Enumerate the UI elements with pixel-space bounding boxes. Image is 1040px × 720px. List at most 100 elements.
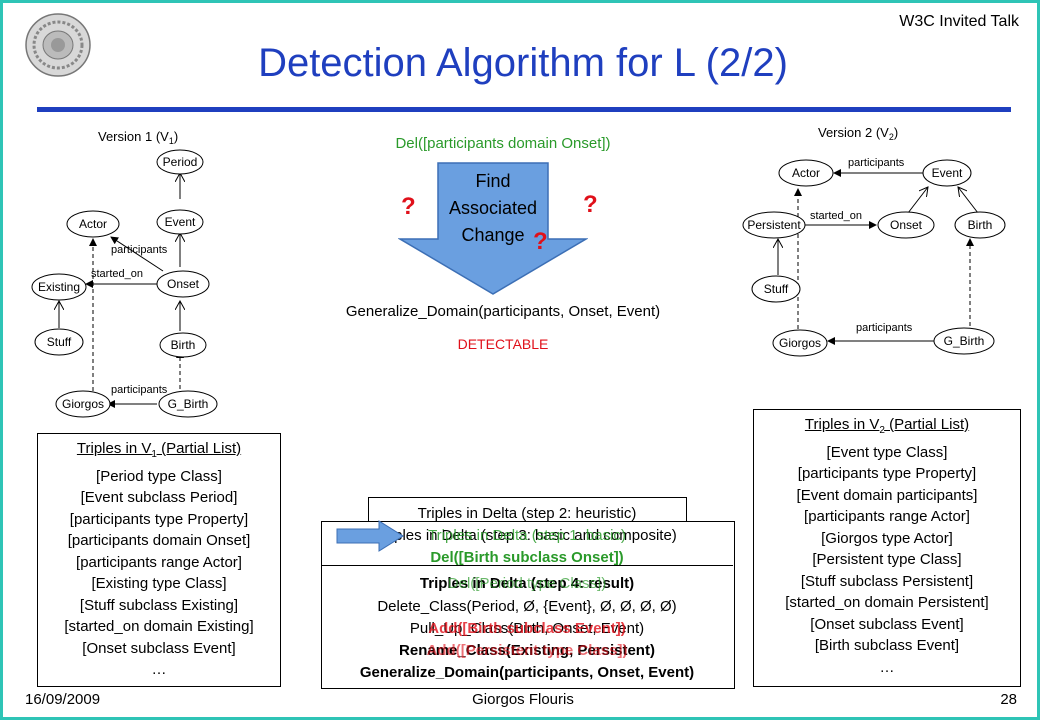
delta-green-op: Del([Birth subclass Onset]) <box>430 549 624 566</box>
svg-text:Existing: Existing <box>38 280 80 294</box>
svg-text:Actor: Actor <box>79 217 107 231</box>
triples-v2-item: [Persistent type Class] <box>812 551 962 568</box>
event-label: W3C Invited Talk <box>899 13 1019 30</box>
triples-v2-item: [Stuff subclass Persistent] <box>800 572 974 590</box>
detectable-label: DETECTABLE <box>457 336 549 352</box>
svg-text:Onset: Onset <box>890 218 923 232</box>
arrow-line-2: Associated <box>448 198 538 218</box>
v2-edge-birth-event <box>958 187 979 214</box>
node-stuff: Stuff <box>34 328 84 356</box>
delta-result-op: Pull_Up_Class(Birth, Onset, Event) <box>409 620 645 637</box>
triples-v1-item: [Onset subclass Event] <box>82 639 236 657</box>
svg-text:Period: Period <box>163 155 198 169</box>
title-divider <box>37 107 1011 112</box>
svg-text:Event: Event <box>165 215 196 229</box>
v1-title: Version 1 (V1) <box>98 129 178 146</box>
v2-node-persistent: Persistent <box>742 211 806 239</box>
node-period: Period <box>156 149 204 175</box>
triples-v1-item: [Existing type Class] <box>91 575 227 592</box>
arrow-line-3: Change <box>461 225 525 245</box>
v2-edge-label-participants: participants <box>848 157 905 169</box>
svg-text:Stuff: Stuff <box>47 335 72 349</box>
question-mark-center: ? <box>533 228 548 255</box>
v2-edge-onset-event <box>907 187 928 214</box>
v2-edge-label-participants-2: participants <box>856 322 913 334</box>
find-change-arrow <box>398 162 588 295</box>
svg-text:Giorgos: Giorgos <box>779 336 821 350</box>
triples-v2-item: [participants range Actor] <box>804 508 970 525</box>
edge-label-participants-2: participants <box>111 384 168 396</box>
edge-participants <box>110 236 164 272</box>
v2-node-stuff: Stuff <box>751 275 801 303</box>
deletion-operation: Del([participants domain Onset]) <box>395 135 611 152</box>
triples-v1-item: [Period type Class] <box>96 467 222 485</box>
triples-v2-item: [started_on domain Persistent] <box>785 594 989 611</box>
version-2-diagram: Version 2 (V2) participants started_on p… <box>742 125 1006 357</box>
triples-v1-item: [participants domain Onset] <box>67 532 251 549</box>
question-mark-left: ? <box>401 193 416 220</box>
v2-node-giorgos: Giorgos <box>772 329 828 357</box>
edge-label-participants: participants <box>111 244 168 256</box>
node-event: Event <box>156 209 204 235</box>
v2-node-event: Event <box>922 159 972 187</box>
arrow-text: Find Associated Change <box>423 168 563 249</box>
university-logo <box>25 13 91 77</box>
v2-node-g-birth: G_Birth <box>933 327 995 355</box>
svg-text:Birth: Birth <box>171 338 196 352</box>
v2-title: Version 2 (V2) <box>818 125 898 142</box>
footer-date: 16/09/2009 <box>25 691 101 708</box>
triples-v1-box: Triples in V1 (Partial List) [Period typ… <box>37 433 281 687</box>
svg-text:Stuff: Stuff <box>764 282 789 296</box>
delta-composite-box <box>321 521 735 689</box>
delta-result-op: Rename_Class(Existing, Persistent) <box>399 642 655 659</box>
triples-v1-item: [Event subclass Period] <box>80 489 238 506</box>
triples-v1-item: [Stuff subclass Existing] <box>79 596 239 614</box>
triples-v1-item: [participants type Property] <box>69 510 249 528</box>
node-g-birth: G_Birth <box>158 390 218 418</box>
triples-v2-item: [Giorgos type Actor] <box>821 529 953 547</box>
edge-label-started-on: started_on <box>91 268 143 280</box>
footer-page-number: 28 <box>1000 691 1017 708</box>
delta-content: Triples in Delta (step 2: heuristic) Tri… <box>321 499 733 689</box>
triples-v2-item: [Event domain participants] <box>796 486 978 504</box>
arrow-line-1: Find <box>475 171 511 191</box>
v2-node-actor: Actor <box>778 159 834 187</box>
slide-title: Detection Algorithm for L (2/2) <box>258 41 788 85</box>
v2-edge-label-started-on: started_on <box>810 210 862 222</box>
triples-v1-item: … <box>151 661 167 678</box>
delta-result-op: Delete_Class(Period, Ø, {Event}, Ø, Ø, Ø… <box>377 598 677 615</box>
delta-green-op: Add([Persistent type Class]) <box>426 642 628 659</box>
node-actor: Actor <box>66 210 120 238</box>
footer-author: Giorgos Flouris <box>472 691 574 708</box>
triples-v1-item: [started_on domain Existing] <box>64 618 254 635</box>
delta-result-header: Triples in Delta (step 4: result) <box>419 575 635 592</box>
node-onset: Onset <box>156 270 210 298</box>
triples-v1-header: Triples in V1 (Partial List) <box>76 440 242 460</box>
generalize-operation: Generalize_Domain(participants, Onset, E… <box>345 303 661 320</box>
svg-text:Birth: Birth <box>968 218 993 232</box>
delta-basic-header: Triples in Delta (step 1: basic) <box>428 527 626 544</box>
v2-node-onset: Onset <box>877 211 935 239</box>
delta-green-op: Del([Period type Class]) <box>447 575 607 592</box>
triples-v1-item: [participants range Actor] <box>76 553 242 571</box>
triples-v2-item: [Birth subclass Event] <box>814 637 960 654</box>
svg-text:G_Birth: G_Birth <box>168 397 209 411</box>
triples-v2-box: Triples in V2 (Partial List) [Event type… <box>753 409 1021 687</box>
triples-v2-item: [participants type Property] <box>797 465 977 482</box>
delta-heuristic-header: Triples in Delta (step 2: heuristic) <box>417 505 637 522</box>
v2-node-birth: Birth <box>954 211 1006 239</box>
triples-v2-item: … <box>879 658 895 676</box>
question-mark-right: ? <box>583 191 598 218</box>
svg-text:Actor: Actor <box>792 166 820 180</box>
delta-divider <box>321 565 733 688</box>
svg-text:Event: Event <box>932 166 963 180</box>
svg-text:Onset: Onset <box>167 277 200 291</box>
delta-result-op: Generalize_Domain(participants, Onset, E… <box>359 664 695 681</box>
svg-text:Persistent: Persistent <box>747 218 801 232</box>
node-birth: Birth <box>159 332 207 358</box>
svg-text:Giorgos: Giorgos <box>62 397 104 411</box>
triples-v2-item: [Event type Class] <box>826 443 948 461</box>
version-1-diagram: Version 1 (V1) participants started_on p… <box>31 129 218 418</box>
node-giorgos: Giorgos <box>55 390 111 418</box>
